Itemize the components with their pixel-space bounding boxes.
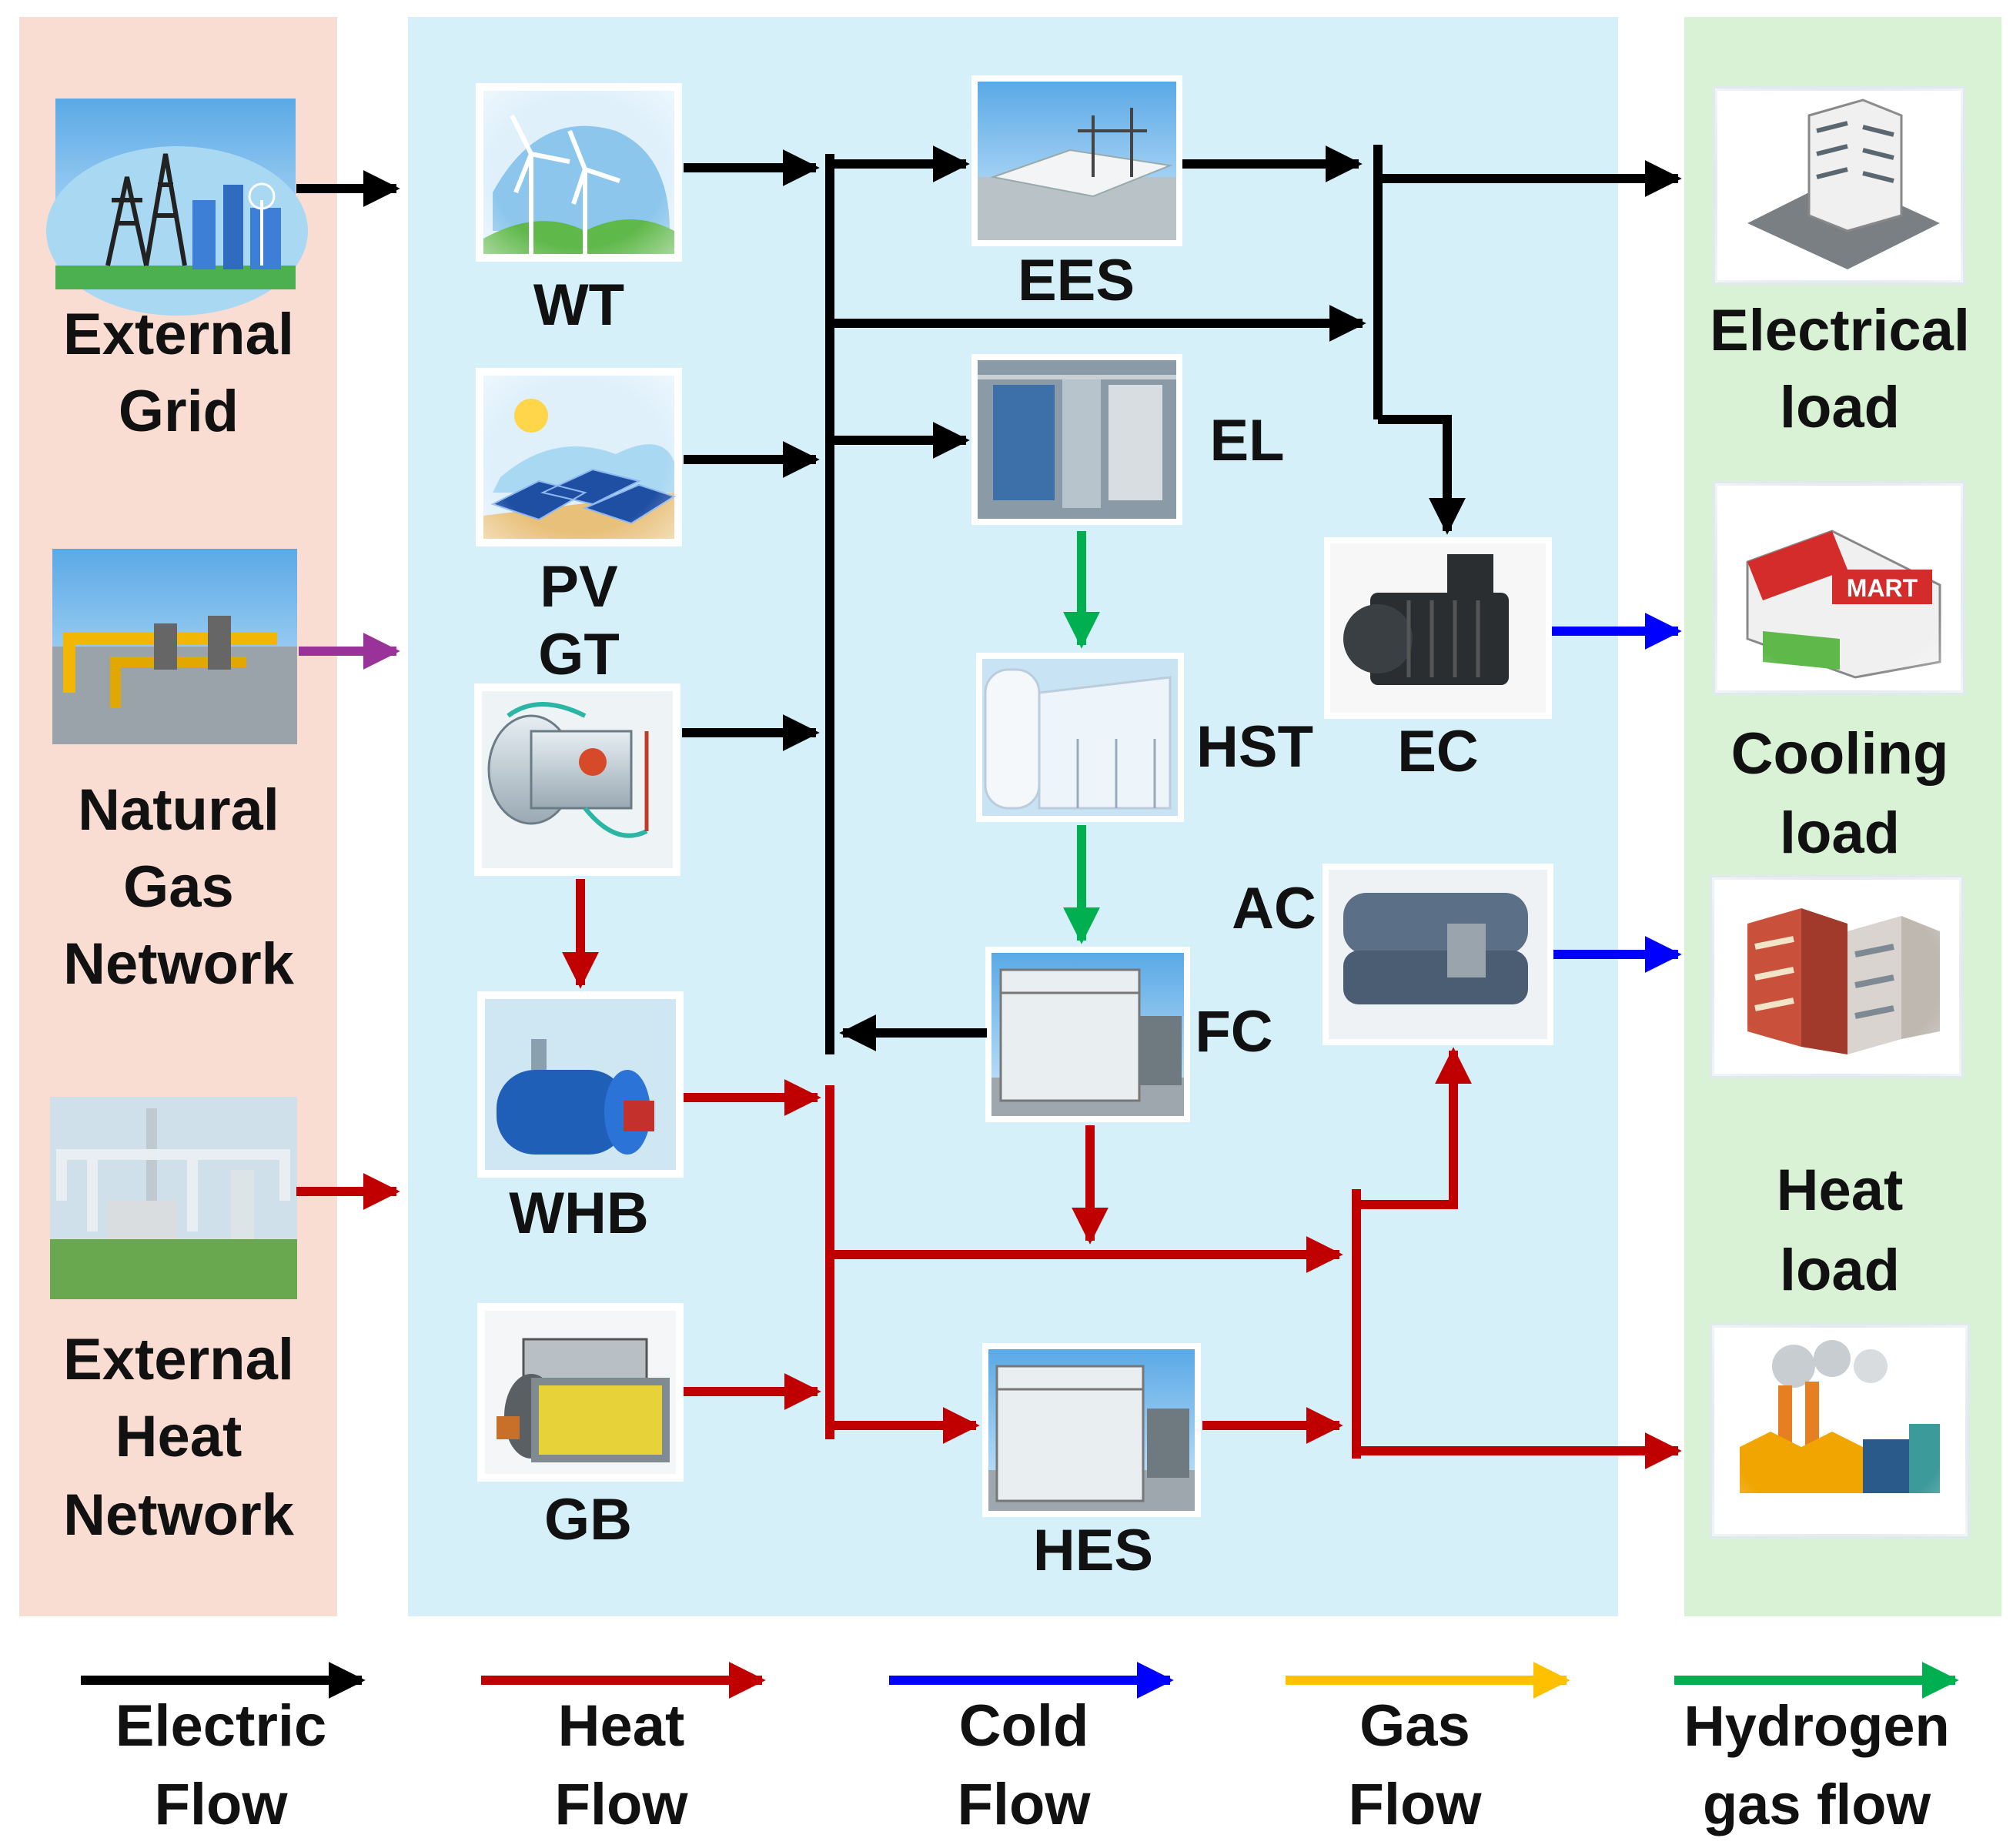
external-heat-line1: External bbox=[63, 1327, 294, 1392]
heat-load-line2: load bbox=[1780, 1238, 1900, 1303]
legend-electric: Electric Flow bbox=[81, 1662, 366, 1837]
legend-heat: Heat Flow bbox=[481, 1662, 766, 1837]
fc-label: FC bbox=[1195, 999, 1272, 1064]
cooling-load-line1: Cooling bbox=[1731, 721, 1949, 787]
legend-cold: Cold Flow bbox=[889, 1662, 1174, 1837]
ac-label: AC bbox=[1232, 876, 1316, 941]
legend-heat-line1: Heat bbox=[558, 1693, 685, 1759]
gb-label: GB bbox=[544, 1487, 632, 1552]
bus-to-ec-arrow bbox=[1378, 415, 1466, 535]
external-heat-line3: Network bbox=[63, 1482, 295, 1548]
electrolyzer-icon bbox=[971, 354, 1182, 525]
pv-label: PV bbox=[540, 554, 618, 620]
legend-gas-line1: Gas bbox=[1359, 1693, 1470, 1759]
external-grid-line1: External bbox=[63, 302, 294, 367]
legend-electric-line2: Flow bbox=[154, 1772, 288, 1837]
external-grid-label: External Grid bbox=[63, 302, 294, 444]
icon-vignettes bbox=[476, 83, 1968, 1536]
heat-plant-icon bbox=[50, 1097, 297, 1299]
hydrogen-tank-icon bbox=[976, 653, 1184, 822]
external-grid-line2: Grid bbox=[119, 379, 239, 444]
legend-hydrogen: Hydrogen gas flow bbox=[1674, 1662, 1959, 1836]
ees-label: EES bbox=[1018, 248, 1135, 313]
wt-label: WT bbox=[533, 272, 624, 338]
fuel-cell-icon bbox=[985, 947, 1190, 1122]
cooling-load-line2: load bbox=[1780, 800, 1900, 866]
electric-flows bbox=[296, 145, 1682, 1054]
legend-gas-line2: Flow bbox=[1348, 1772, 1482, 1837]
heat-storage-icon bbox=[982, 1343, 1201, 1517]
whb-label: WHB bbox=[509, 1181, 649, 1246]
legend-hydrogen-line1: Hydrogen bbox=[1684, 1694, 1949, 1758]
absorption-chiller-icon bbox=[1322, 864, 1553, 1045]
battery-storage-icon bbox=[971, 75, 1182, 246]
hst-label: HST bbox=[1196, 714, 1313, 780]
electrical-load-line1: Electrical bbox=[1710, 298, 1970, 363]
legend-hydrogen-line2: gas flow bbox=[1703, 1773, 1931, 1836]
el-label: EL bbox=[1209, 408, 1284, 473]
legend-cold-line1: Cold bbox=[959, 1693, 1089, 1759]
gt-label: GT bbox=[538, 622, 620, 687]
electric-chiller-icon bbox=[1324, 537, 1552, 719]
heat-flows bbox=[296, 879, 1682, 1469]
electrical-load-line2: load bbox=[1780, 375, 1900, 440]
natural-gas-line2: Gas bbox=[123, 854, 234, 920]
natural-gas-label: Natural Gas Network bbox=[63, 777, 295, 997]
gas-turbine-icon bbox=[474, 683, 680, 876]
external-heat-label: External Heat Network bbox=[63, 1327, 295, 1548]
natural-gas-line3: Network bbox=[63, 931, 295, 997]
legend: Electric Flow Heat Flow Cold Flow Gas Fl… bbox=[81, 1662, 1959, 1837]
legend-heat-line2: Flow bbox=[554, 1772, 688, 1837]
natural-gas-line1: Natural bbox=[78, 777, 279, 843]
waste-heat-boiler-icon bbox=[477, 991, 684, 1178]
ec-label: EC bbox=[1397, 719, 1479, 784]
cold-flows bbox=[1552, 613, 1682, 973]
power-grid-icon bbox=[46, 99, 308, 316]
hes-label: HES bbox=[1033, 1518, 1153, 1583]
external-heat-line2: Heat bbox=[115, 1404, 242, 1469]
heat-load-line1: Heat bbox=[1777, 1158, 1904, 1223]
legend-cold-line2: Flow bbox=[957, 1772, 1091, 1837]
legend-electric-line1: Electric bbox=[115, 1693, 327, 1759]
gas-pipeline-icon bbox=[52, 549, 297, 744]
heat-to-ac-arrow bbox=[1356, 1047, 1472, 1209]
legend-gas: Gas Flow bbox=[1286, 1662, 1570, 1837]
gas-boiler-icon bbox=[477, 1303, 684, 1482]
